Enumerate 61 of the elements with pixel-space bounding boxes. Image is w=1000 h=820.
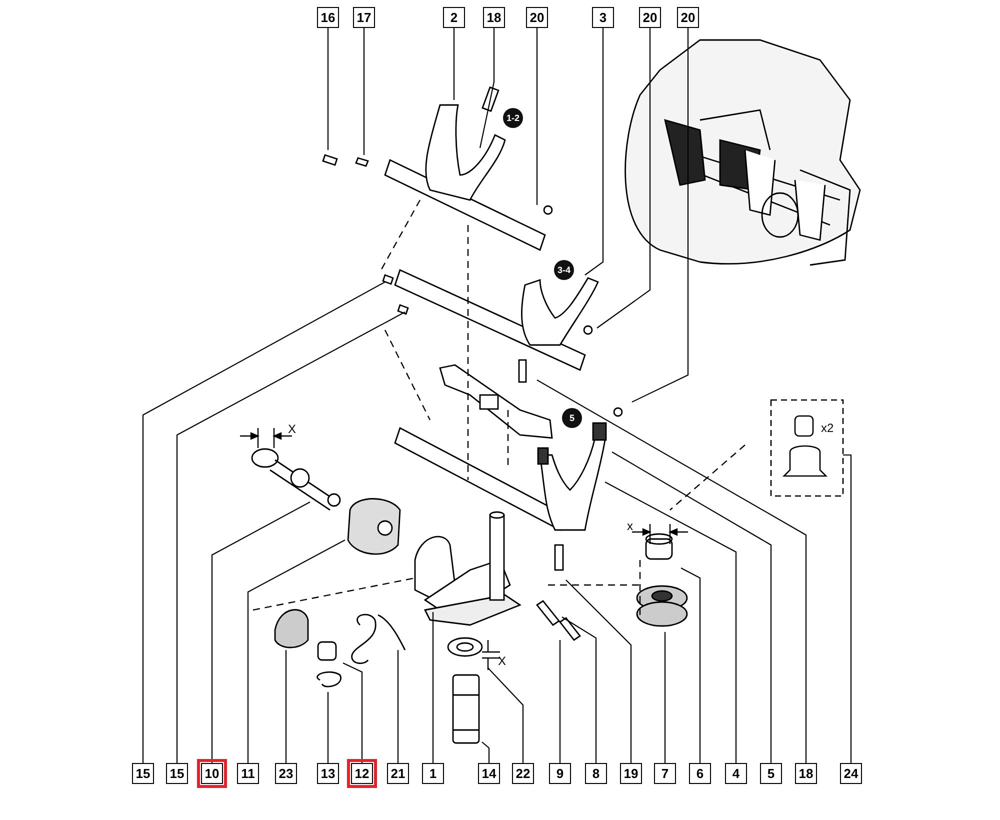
callout-number: 19 — [620, 763, 642, 784]
leader-line — [327, 692, 329, 763]
leader-line — [843, 454, 852, 763]
callout-number: 21 — [387, 763, 409, 784]
leader-line — [584, 28, 604, 276]
callout-number: 15 — [166, 763, 188, 784]
callout-number: 18 — [795, 763, 817, 784]
leader-line — [604, 482, 737, 763]
leader-line — [559, 640, 561, 763]
leader-line — [488, 668, 524, 763]
callout-number: 16 — [317, 7, 339, 28]
callout-number: 18 — [483, 7, 505, 28]
callout-number: 22 — [512, 763, 534, 784]
callout-number: 4 — [725, 763, 747, 784]
leader-line — [566, 580, 632, 763]
callout-number: 20 — [677, 7, 699, 28]
leader-line — [432, 612, 434, 763]
leader-line — [612, 452, 772, 763]
callout-number: 20 — [526, 7, 548, 28]
callout-number: 1 — [422, 763, 444, 784]
leader-line — [342, 662, 363, 763]
callout-number: 6 — [689, 763, 711, 784]
leader-line — [536, 28, 538, 205]
leader-line — [596, 28, 651, 328]
callout-number: 7 — [654, 763, 676, 784]
leader-line — [479, 28, 495, 148]
leader-line — [536, 380, 807, 763]
leader-line — [453, 28, 455, 100]
leader-line — [176, 312, 406, 763]
callout-number: 23 — [275, 763, 297, 784]
callout-number: 9 — [549, 763, 571, 784]
callout-number: 14 — [478, 763, 500, 784]
leader-line — [397, 650, 399, 763]
quantity-label: x2 — [821, 421, 834, 435]
callout-number: 13 — [317, 763, 339, 784]
callout-number: 24 — [840, 763, 862, 784]
leader-line — [363, 28, 365, 155]
callout-number: 11 — [237, 763, 259, 784]
group-marker: 5 — [562, 408, 582, 428]
leader-line — [211, 502, 310, 763]
leader-line — [285, 650, 287, 763]
dimension-label: x — [627, 519, 633, 533]
callout-number: 17 — [353, 7, 375, 28]
leader-line — [142, 282, 386, 763]
callout-number: 15 — [132, 763, 154, 784]
leader-line — [632, 28, 689, 402]
dimension-label: X — [288, 422, 296, 436]
callout-number: 2 — [443, 7, 465, 28]
group-marker: 1-2 — [503, 108, 523, 128]
group-marker: 3-4 — [554, 260, 574, 280]
callout-number: 5 — [760, 763, 782, 784]
callout-number: 3 — [592, 7, 614, 28]
leader-line — [327, 28, 329, 150]
callout-number: 20 — [639, 7, 661, 28]
leader-line — [664, 632, 666, 763]
dimension-label: X — [498, 654, 506, 668]
leader-line — [482, 742, 490, 763]
callout-number: 8 — [585, 763, 607, 784]
leader-line — [680, 568, 701, 763]
leader-line — [562, 616, 597, 763]
leader-line — [247, 540, 346, 763]
